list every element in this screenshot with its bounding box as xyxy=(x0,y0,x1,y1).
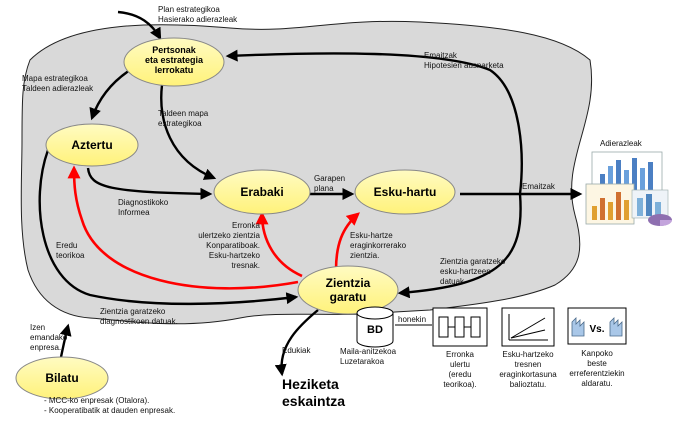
label-eredu-1: Eredu xyxy=(56,241,77,250)
node-zientzia-line2: garatu xyxy=(330,290,367,304)
label-plan-2: Hasierako adierazleak xyxy=(158,15,238,24)
tool-graph-icon xyxy=(501,307,555,347)
node-aztertu: Aztertu xyxy=(45,123,139,167)
node-eskuhartu-label: Esku-hartu xyxy=(374,185,437,199)
label-zientzia-datuak-1: Zientzia garatzeko xyxy=(440,257,506,266)
node-pertsonak-line3: lerrokatu xyxy=(155,65,194,75)
arrow-zientzia-heziketa xyxy=(274,309,319,377)
label-emaitzak-hip-2: Hipotesien ausnarketa xyxy=(424,61,504,70)
database-icon: BD xyxy=(356,306,394,348)
label-eskuhartze-erag-1: Esku-hartze xyxy=(350,231,393,240)
label-diagnostikoa-2: Informea xyxy=(118,208,150,217)
node-bilatu: Bilatu xyxy=(15,356,109,400)
label-honekin: honekin xyxy=(398,315,426,324)
tool-flow-icon xyxy=(432,307,488,347)
node-erabaki: Erabaki xyxy=(213,169,311,215)
label-garapen-2: plana xyxy=(314,184,334,193)
indicators-charts-image xyxy=(585,151,672,226)
label-taldeen-mapa-2: estrategikoa xyxy=(158,119,202,128)
label-diagnostikoen-1: Zientzia garatzeko xyxy=(100,307,166,316)
node-pertsonak: Pertsonak eta estrategia lerrokatu xyxy=(123,37,225,87)
node-bilatu-label: Bilatu xyxy=(45,371,78,385)
label-emaitzak: Emaitzak xyxy=(522,182,556,191)
tool-1-label-3: (eredu xyxy=(448,370,471,379)
label-izen-3: enpresa. xyxy=(30,343,61,352)
label-erronka-5: tresnak. xyxy=(232,261,260,270)
label-adierazleak: Adierazleak xyxy=(600,139,643,148)
tool-3-icon-text: Vs. xyxy=(589,324,604,335)
tool-2-label-4: balioztatu. xyxy=(510,380,546,389)
label-izen-1: Izen xyxy=(30,323,45,332)
arrow-aztertu-zientzia xyxy=(38,149,299,306)
arrow-aztertu-erabaki xyxy=(86,167,213,200)
label-zientzia-datuak-2: esku-hartzeen xyxy=(440,267,491,276)
label-erronka-2: ulertzeko zientzia xyxy=(198,231,260,240)
tool-3-label-3: erreferentziekin xyxy=(569,369,624,378)
label-edukiak: Edukiak xyxy=(282,346,311,355)
tool-3-label-4: aldaratu. xyxy=(581,379,612,388)
tool-3-label-2: beste xyxy=(587,359,607,368)
arrow-pertsonak-aztertu xyxy=(89,69,131,121)
label-mapa-2: Taldeen adierazleak xyxy=(22,84,94,93)
tool-2-label-3: eraginkortasuna xyxy=(499,370,557,379)
label-garapen-1: Garapen xyxy=(314,174,345,183)
tool-1-label-1: Erronka xyxy=(446,350,475,359)
label-maila-1: Maila-anitzekoa xyxy=(340,347,397,356)
tool-1-label-2: ulertu xyxy=(450,360,470,369)
label-zientzia-datuak-3: datuak xyxy=(440,277,465,286)
arrow-plan-in xyxy=(117,10,162,41)
arrow-red-zientzia-erabaki xyxy=(255,211,303,278)
node-zientzia: Zientzia garatu xyxy=(297,265,399,315)
arrow-datuak-zientzia xyxy=(397,193,522,299)
heziketa-line2: eskaintza xyxy=(282,393,345,409)
node-pertsonak-line1: Pertsonak xyxy=(152,45,197,55)
label-erronka-1: Erronka xyxy=(232,221,261,230)
tool-2-label-2: tresnen xyxy=(515,360,542,369)
label-erronka-4: Esku-hartzeko xyxy=(209,251,261,260)
heziketa-line1: Heziketa xyxy=(282,376,339,392)
node-erabaki-label: Erabaki xyxy=(240,185,283,199)
arrow-pertsonak-erabaki xyxy=(160,84,217,180)
tool-2-label-1: Esku-hartzeko xyxy=(502,350,554,359)
label-maila-2: Luzetarakoa xyxy=(340,357,385,366)
label-eredu-2: teorikoa xyxy=(56,251,85,260)
database-label: BD xyxy=(367,324,383,336)
label-emaitzak-hip-1: Emaitzak xyxy=(424,51,458,60)
label-eskuhartze-erag-2: eraginkorrerako xyxy=(350,241,407,250)
label-diagnostikoen-2: diagnostikoen datuak. xyxy=(100,317,178,326)
label-erronka-3: Konparatiboak. xyxy=(206,241,260,250)
tool-3-label-1: Kanpoko xyxy=(581,349,613,358)
node-pertsonak-line2: eta estrategia xyxy=(145,55,204,65)
process-region xyxy=(20,20,593,325)
arrow-red-zientzia-eskuhartu xyxy=(334,212,360,271)
label-mapa-1: Mapa estrategikoa xyxy=(22,74,88,83)
node-aztertu-label: Aztertu xyxy=(71,138,112,152)
tool-1-label-4: teorikoa). xyxy=(443,380,476,389)
label-taldeen-mapa-1: Taldeen mapa xyxy=(158,109,209,118)
tool-compare-icon: Vs. xyxy=(567,307,627,345)
arrow-red-zientzia-aztertu xyxy=(67,165,299,290)
label-diagnostikoa-1: Diagnostikoko xyxy=(118,198,169,207)
bilatu-note-2: - Kooperatibatik at dauden enpresak. xyxy=(44,406,175,415)
label-izen-2: emandako xyxy=(30,333,68,342)
node-eskuhartu: Esku-hartu xyxy=(354,169,456,215)
node-zientzia-line1: Zientzia xyxy=(326,276,371,290)
label-plan-1: Plan estrategikoa xyxy=(158,5,220,14)
arrow-emaitzak-feedback xyxy=(225,49,523,195)
bilatu-note-1: - MCC-ko enpresak (Otalora). xyxy=(44,396,149,405)
label-eskuhartze-erag-3: zientzia. xyxy=(350,251,379,260)
